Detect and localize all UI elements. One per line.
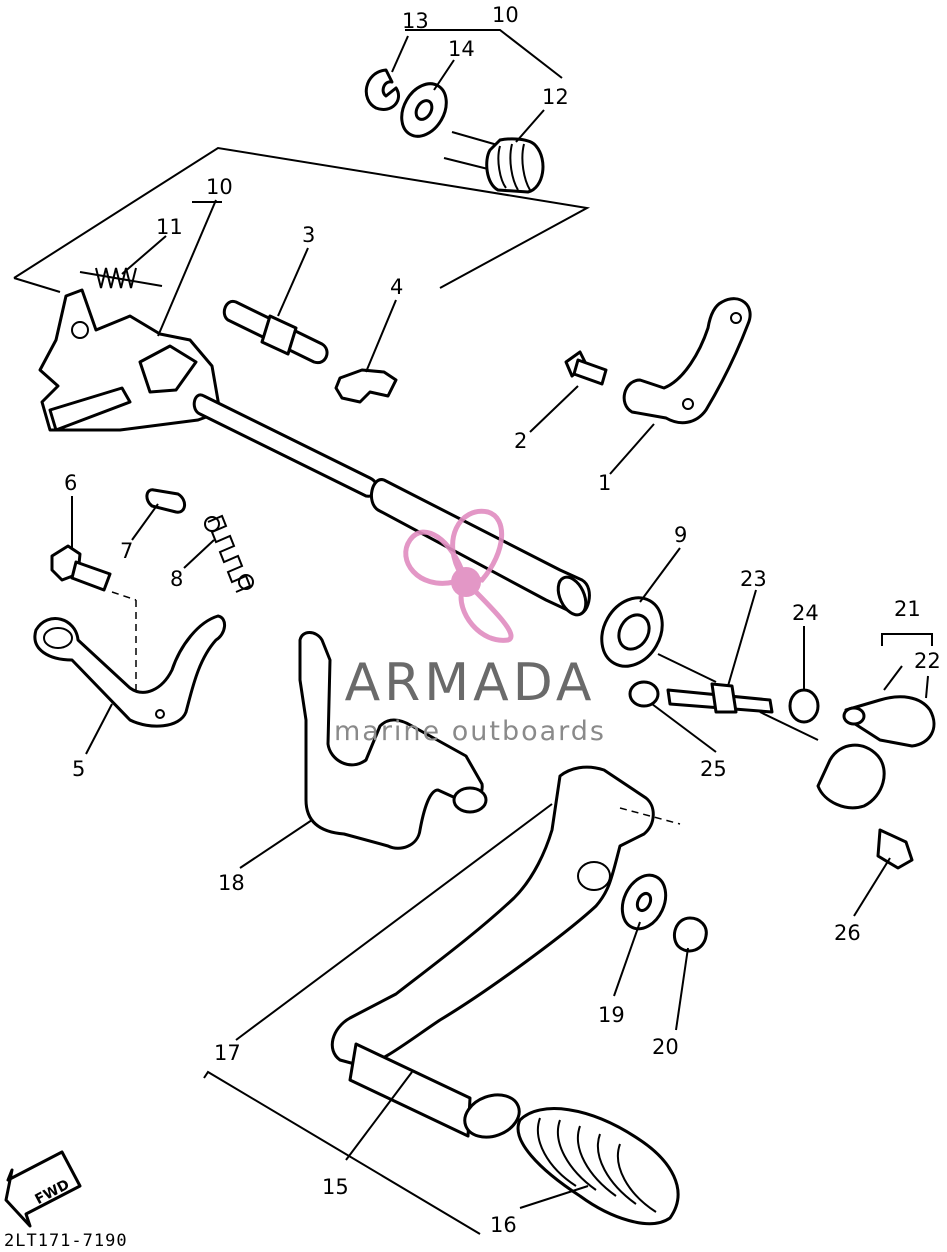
- leader-lines: [71, 35, 929, 1209]
- callout-26: 26: [834, 921, 861, 945]
- callout-18: 18: [218, 871, 245, 895]
- bolt-6: [50, 544, 112, 592]
- callout-11: 11: [156, 215, 183, 239]
- callout-15: 15: [322, 1175, 349, 1199]
- callout-19: 19: [598, 1003, 625, 1027]
- spring-12: [443, 131, 545, 194]
- callout-17: 17: [214, 1041, 241, 1065]
- shift-shaft: [192, 393, 591, 617]
- shift-arm-hole: [71, 321, 89, 339]
- propeller-blade-top: [450, 508, 504, 583]
- callout-9: 9: [674, 523, 687, 547]
- rod-end-22: [816, 743, 886, 810]
- bracket-1: [622, 297, 752, 425]
- assembly-bracket-10: [13, 146, 591, 289]
- spring-11: [79, 267, 163, 289]
- armada-logo: [403, 508, 514, 643]
- watermark-title: ARMADA: [345, 653, 596, 713]
- callout-14: 14: [448, 37, 475, 61]
- circlip-13: [364, 68, 400, 111]
- shift-arm-18-boss: [452, 786, 488, 814]
- rod-axis-line: [759, 711, 819, 741]
- nut-25: [628, 680, 660, 708]
- bolt-2: [564, 350, 608, 386]
- propeller-blade-right: [458, 582, 514, 643]
- rod-end-21: [842, 695, 936, 748]
- nut-24: [788, 688, 820, 724]
- callout-8: 8: [170, 567, 183, 591]
- propeller-hub: [451, 567, 481, 597]
- bracket-1-hole: [730, 312, 742, 324]
- shift-arm-prong: [48, 386, 132, 432]
- forward-arrow-icon: FWD: [4, 1150, 82, 1228]
- guide-line-5: [111, 591, 137, 601]
- callout-13: 13: [402, 9, 429, 33]
- guide-line-17: [619, 807, 681, 825]
- foot-peg-15: [348, 1042, 521, 1139]
- callout-20: 20: [652, 1035, 679, 1059]
- callout-25: 25: [700, 757, 727, 781]
- callout-22: 22: [914, 649, 941, 673]
- callout-5: 5: [72, 757, 85, 781]
- bracket-21: [881, 633, 933, 646]
- washer-19-hole: [635, 891, 653, 913]
- shift-arm-claw: [138, 344, 198, 394]
- bracket-1-hole-lower: [682, 398, 694, 410]
- callout-24: 24: [792, 601, 819, 625]
- callout-10-lower: 10: [206, 175, 233, 199]
- callout-labels: 1 2 3 4 5 6 7 8 9 10 10 11 12 13 14 15 1…: [64, 3, 941, 1237]
- spring-8: [204, 514, 254, 593]
- lever-5: [33, 614, 226, 728]
- bolt-23: [666, 682, 774, 714]
- shift-pedal-17-hole: [577, 861, 611, 891]
- lever-5-hole-small: [155, 709, 165, 719]
- callout-3: 3: [302, 223, 315, 247]
- assembly-bracket-edge: [13, 277, 61, 293]
- callout-23: 23: [740, 567, 767, 591]
- watermark-subtitle: marine outboards: [334, 716, 606, 747]
- callout-16: 16: [490, 1213, 517, 1237]
- callout-6: 6: [64, 471, 77, 495]
- rubber-16: [516, 1107, 680, 1226]
- shift-pedal-17: [330, 765, 655, 1068]
- clip-4: [334, 368, 398, 404]
- callout-2: 2: [514, 429, 527, 453]
- propeller-blade-left: [403, 529, 468, 586]
- callout-10-upper: 10: [492, 3, 519, 27]
- bearing-9: [600, 596, 664, 668]
- callout-12: 12: [542, 85, 569, 109]
- washer-14-hole: [414, 99, 434, 121]
- bolt-26: [876, 828, 914, 870]
- bearing-axis-line: [657, 653, 717, 683]
- lever-5-hole: [43, 627, 73, 649]
- stud-bolt-3: [222, 299, 329, 365]
- callout-4: 4: [390, 275, 403, 299]
- callout-21: 21: [894, 597, 921, 621]
- pin-7: [145, 488, 186, 514]
- assembly-bracket-top-10: [405, 29, 563, 79]
- callout-7: 7: [120, 539, 133, 563]
- callout-1: 1: [598, 471, 611, 495]
- bracket-15: [203, 1070, 481, 1235]
- drawing-code: 2LT171-7190: [4, 1231, 128, 1251]
- clip-20: [673, 916, 708, 953]
